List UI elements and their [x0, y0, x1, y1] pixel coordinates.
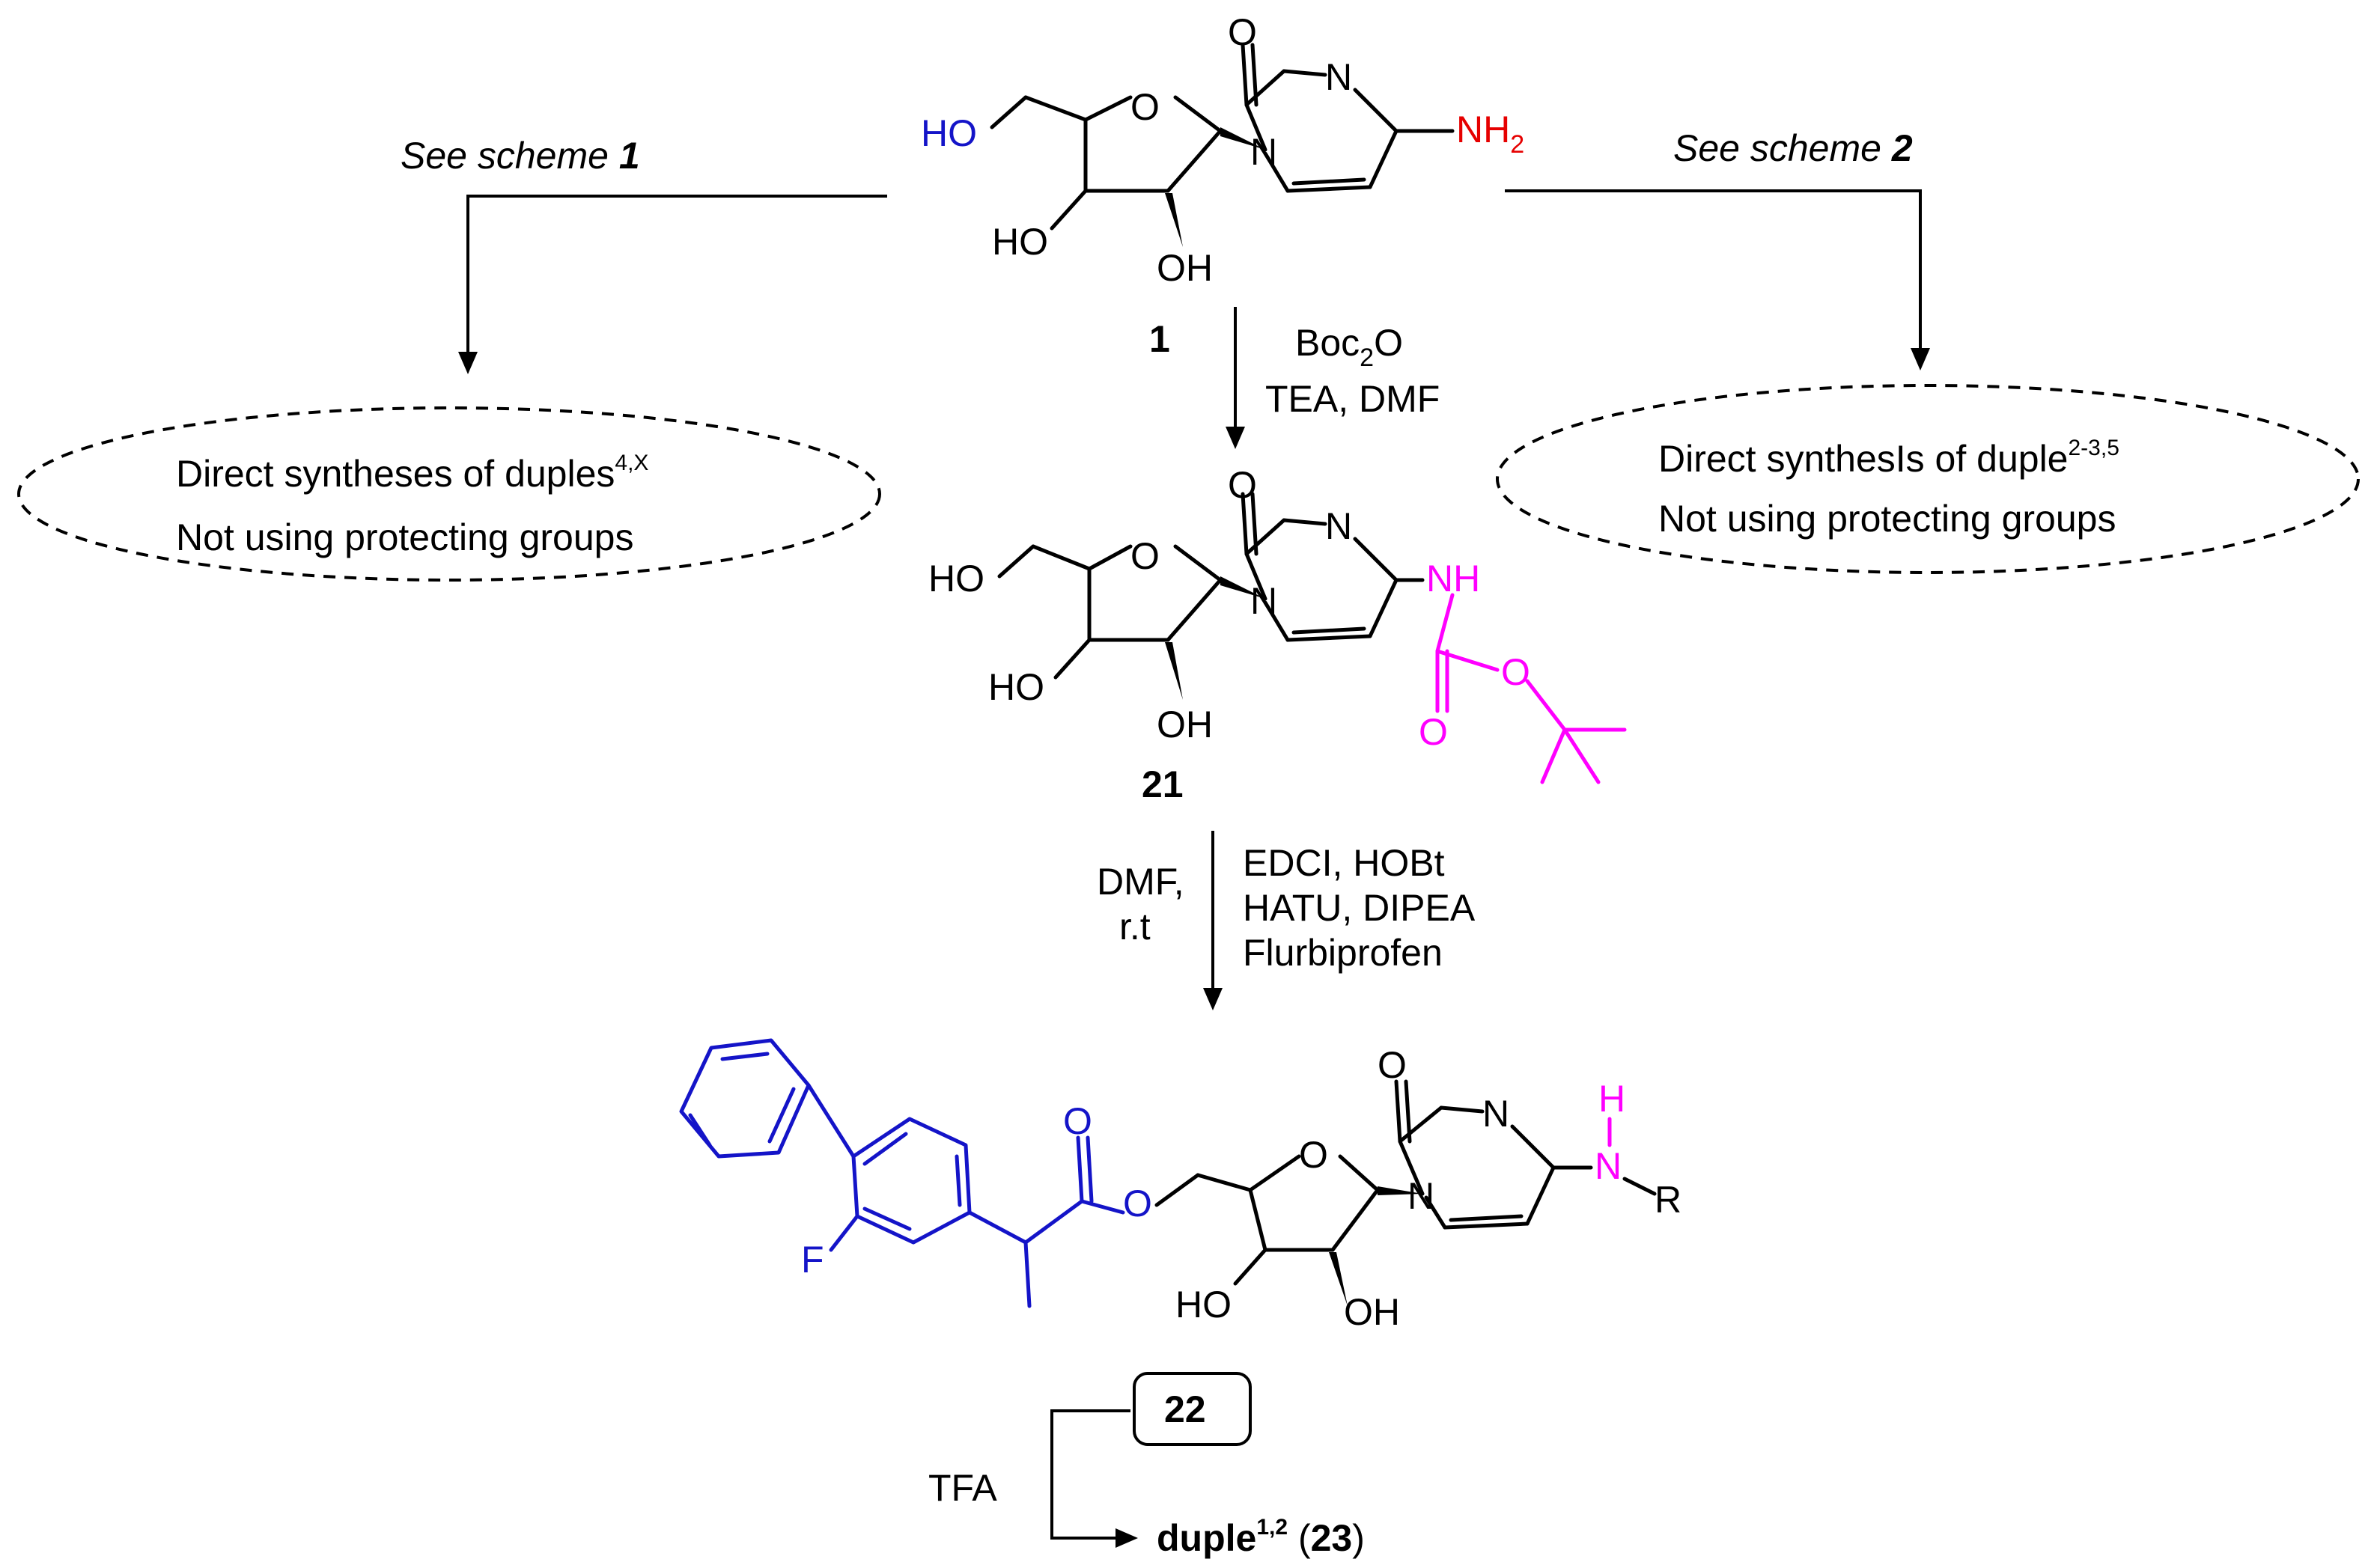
see-scheme-label: See scheme 2 — [1673, 127, 1913, 169]
atom-o: O — [1378, 1044, 1407, 1086]
wedge-bond — [1220, 576, 1265, 599]
note-line-1: Direct synthesIs of duple2-3,5 — [1658, 436, 2119, 480]
compound-22: F O O O O N N H N R HO OH — [679, 1038, 1681, 1333]
wedge-bond — [1378, 1186, 1422, 1195]
atom-o: O — [1130, 535, 1160, 577]
condition-line-1: DMF, — [1097, 861, 1184, 903]
reagent-line-1: Boc2O — [1295, 322, 1403, 372]
reagent-line-2: HATU, DIPEA — [1243, 887, 1476, 929]
note-ellipse — [1496, 384, 2360, 574]
atom-h: H — [1598, 1078, 1625, 1120]
atom-n: N — [1595, 1145, 1622, 1187]
note-line-1: Direct syntheses of duples4,X — [176, 451, 648, 495]
reagent-label: TFA — [928, 1467, 997, 1509]
atom-n: N — [1325, 56, 1352, 98]
compound-label: 21 — [1142, 763, 1184, 805]
step-1: Boc2O TEA, DMF — [1226, 307, 1440, 449]
wedge-bond — [1165, 193, 1183, 247]
reagent-line-1: EDCI, HOBt — [1243, 842, 1445, 884]
arrow-head — [1203, 988, 1223, 1010]
atom-n: N — [1250, 131, 1277, 173]
atom-o: O — [1299, 1134, 1328, 1176]
wedge-bond — [1165, 642, 1183, 700]
hydroxyl-group: HO — [928, 558, 984, 600]
atom-n: N — [1407, 1175, 1434, 1217]
atom-o: O — [1130, 86, 1160, 128]
note-line-2: Not using protecting groups — [1658, 498, 2116, 540]
compound-label: 1 — [1149, 318, 1170, 360]
atom-f: F — [801, 1239, 824, 1281]
phenyl-ring — [679, 1038, 811, 1159]
hydroxyl-group: HO — [992, 221, 1048, 263]
hydroxyl-group: HO — [921, 112, 977, 154]
wedge-bond — [1220, 127, 1265, 150]
left-branch: See scheme 1 Direct syntheses of duples4… — [17, 135, 887, 582]
arrow-head — [1226, 427, 1245, 449]
compound-21: O O N N NH O O HO HO OH 21 — [928, 464, 1627, 805]
hydroxyl-group: HO — [1175, 1284, 1232, 1326]
hydroxyl-group: OH — [1157, 704, 1213, 745]
see-scheme-label: See scheme 1 — [401, 135, 640, 177]
atom-o: O — [1228, 11, 1257, 53]
fluorophenyl-ring — [851, 1117, 972, 1245]
note-line-2: Not using protecting groups — [176, 516, 633, 558]
atom-o: O — [1123, 1183, 1152, 1224]
arrow-head — [458, 352, 478, 374]
right-branch: See scheme 2 Direct synthesIs of duple2-… — [1496, 127, 2360, 574]
product-label: duple1,2 (23) — [1157, 1515, 1365, 1559]
hydroxyl-group: HO — [988, 666, 1044, 708]
nh-group: NH — [1426, 558, 1480, 600]
atom-n: N — [1250, 580, 1277, 622]
condition-line-2: r.t — [1119, 906, 1151, 948]
reagent-line-2: TEA, DMF — [1265, 378, 1440, 420]
hydroxyl-group: OH — [1344, 1291, 1400, 1333]
atom-o: O — [1063, 1100, 1092, 1142]
step-2: DMF, r.t EDCI, HOBt HATU, DIPEA Flurbipr… — [1097, 831, 1476, 1010]
arrow-head — [1911, 348, 1930, 370]
atom-o: O — [1419, 711, 1448, 753]
compound-label: 22 — [1164, 1388, 1206, 1430]
amine-group: NH2 — [1456, 109, 1524, 159]
atom-n: N — [1482, 1093, 1509, 1135]
atom-o: O — [1228, 464, 1257, 506]
note-ellipse — [17, 406, 881, 582]
compound-22-box — [1133, 1372, 1252, 1446]
atom-n: N — [1325, 505, 1352, 547]
step-3: 22 TFA duple1,2 (23) — [928, 1372, 1365, 1559]
wedge-bond — [1329, 1252, 1348, 1306]
hydroxyl-group: OH — [1157, 247, 1213, 289]
compound-1: O O N N NH2 HO HO OH 1 — [921, 11, 1524, 360]
reagent-line-3: Flurbiprofen — [1243, 932, 1443, 974]
arrow-head — [1116, 1528, 1138, 1548]
atom-o: O — [1501, 651, 1530, 693]
r-group: R — [1655, 1179, 1681, 1221]
